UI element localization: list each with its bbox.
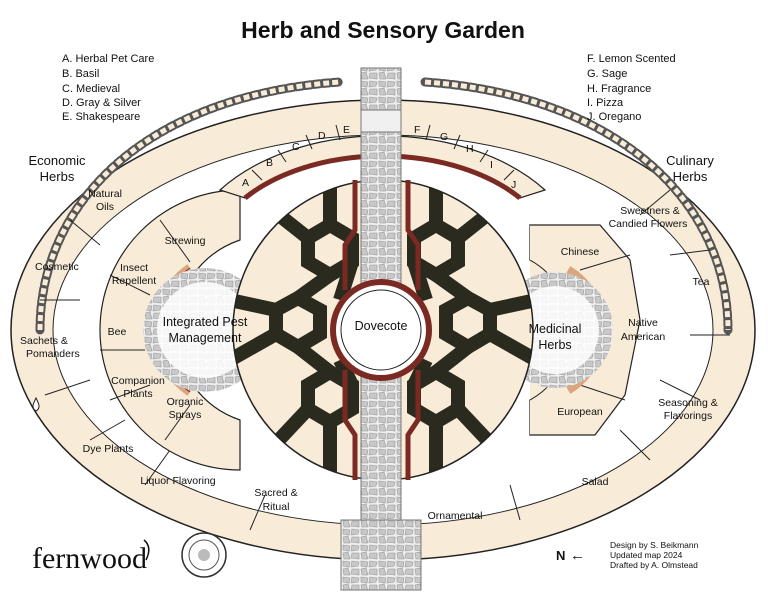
hex-pattern: [233, 180, 533, 480]
inner-bed-labels: Strewing Insect Repellent Bee Companion …: [108, 235, 666, 421]
bed-companion: Companion: [111, 375, 165, 387]
medicinal-herbs-label: Medicinal: [529, 322, 582, 336]
north-label: N: [556, 548, 565, 563]
svg-text:Drafted by A. Olmstead: Drafted by A. Olmstead: [610, 560, 698, 570]
society-seal-icon: [181, 532, 227, 578]
svg-text:C. Medieval: C. Medieval: [62, 83, 120, 95]
arc-letter-f: F: [414, 124, 420, 136]
svg-text:Plants: Plants: [123, 388, 152, 400]
north-arrow-icon: ←: [570, 547, 585, 564]
svg-text:Repellent: Repellent: [112, 275, 156, 287]
svg-text:Herbs: Herbs: [40, 169, 75, 184]
svg-text:Sprays: Sprays: [169, 409, 202, 421]
svg-text:Updated map 2024: Updated map 2024: [610, 550, 683, 560]
arc-letter-i: I: [490, 159, 493, 171]
bed-chinese: Chinese: [561, 246, 600, 258]
svg-text:J. Oregano: J. Oregano: [587, 111, 641, 123]
fern-sprig-icon: [143, 539, 150, 561]
bed-sacred: Sacred &: [254, 487, 297, 499]
arc-letter-d: D: [318, 130, 326, 142]
bed-ornamental: Ornamental: [428, 510, 483, 522]
legend-left: A. Herbal Pet Care B. Basil C. Medieval …: [62, 53, 154, 123]
bed-seasoning: Seasoning &: [658, 397, 718, 409]
svg-text:B. Basil: B. Basil: [62, 68, 99, 80]
arc-letter-a: A: [242, 177, 249, 189]
svg-text:Oils: Oils: [96, 201, 114, 213]
bed-insect: Insect: [120, 262, 148, 274]
svg-text:Design by S. Beikmann: Design by S. Beikmann: [610, 540, 699, 550]
dovecote-label: Dovecote: [355, 319, 408, 333]
svg-text:F. Lemon Scented: F. Lemon Scented: [587, 53, 676, 65]
svg-text:A. Herbal Pet Care: A. Herbal Pet Care: [62, 53, 154, 65]
arc-letter-c: C: [292, 141, 300, 153]
bed-cosmetic: Cosmetic: [35, 261, 79, 273]
bed-natural-oils: Natural: [88, 188, 122, 200]
bed-sweeteners: Sweetners &: [620, 205, 680, 217]
arc-letter-e: E: [343, 124, 350, 136]
legend-right: F. Lemon Scented G. Sage H. Fragrance I.…: [587, 53, 676, 123]
outer-bed-labels: Natural Oils Cosmetic Sachets & Pomander…: [20, 188, 718, 522]
arc-letter-g: G: [440, 131, 448, 143]
outer-dividers: [40, 189, 730, 531]
svg-text:Ritual: Ritual: [263, 501, 290, 513]
svg-text:E. Shakespeare: E. Shakespeare: [62, 111, 140, 123]
bed-bee: Bee: [108, 326, 127, 338]
svg-text:I. Pizza: I. Pizza: [587, 97, 624, 109]
economic-herbs-label: Economic: [28, 153, 86, 168]
fernwood-logo: fernwood: [32, 542, 147, 575]
bed-dye-plants: Dye Plants: [83, 443, 134, 455]
page-title: Herb and Sensory Garden: [241, 17, 525, 43]
svg-text:Herbs: Herbs: [673, 169, 708, 184]
bed-native: Native: [628, 317, 658, 329]
svg-text:H. Fragrance: H. Fragrance: [587, 83, 651, 95]
bed-salad: Salad: [582, 476, 609, 488]
culinary-herbs-label: Culinary: [666, 153, 714, 168]
svg-text:American: American: [621, 331, 666, 343]
bed-strewing: Strewing: [165, 235, 206, 247]
svg-text:Candied Flowers: Candied Flowers: [609, 218, 688, 230]
svg-text:Herbs: Herbs: [538, 338, 571, 352]
bed-organic: Organic: [167, 396, 204, 408]
bed-sachets: Sachets &: [20, 335, 68, 347]
arc-letter-labels: A B C D E F G H I J: [242, 124, 516, 191]
arc-letter-b: B: [266, 157, 273, 169]
pest-management-label: Integrated Pest: [163, 315, 248, 329]
svg-text:G. Sage: G. Sage: [587, 68, 627, 80]
svg-text:Pomanders: Pomanders: [26, 348, 80, 360]
arc-letter-h: H: [466, 143, 474, 155]
arc-letter-j: J: [511, 179, 516, 191]
svg-text:D. Gray & Silver: D. Gray & Silver: [62, 97, 141, 109]
bed-european: European: [557, 406, 603, 418]
svg-text:Management: Management: [169, 331, 242, 345]
svg-text:Flavorings: Flavorings: [664, 410, 712, 422]
bed-tea: Tea: [693, 276, 710, 288]
bed-liquor: Liquor Flavoring: [140, 475, 215, 487]
drop-icon: [32, 396, 40, 412]
credits: Design by S. Beikmann Updated map 2024 D…: [610, 540, 699, 570]
